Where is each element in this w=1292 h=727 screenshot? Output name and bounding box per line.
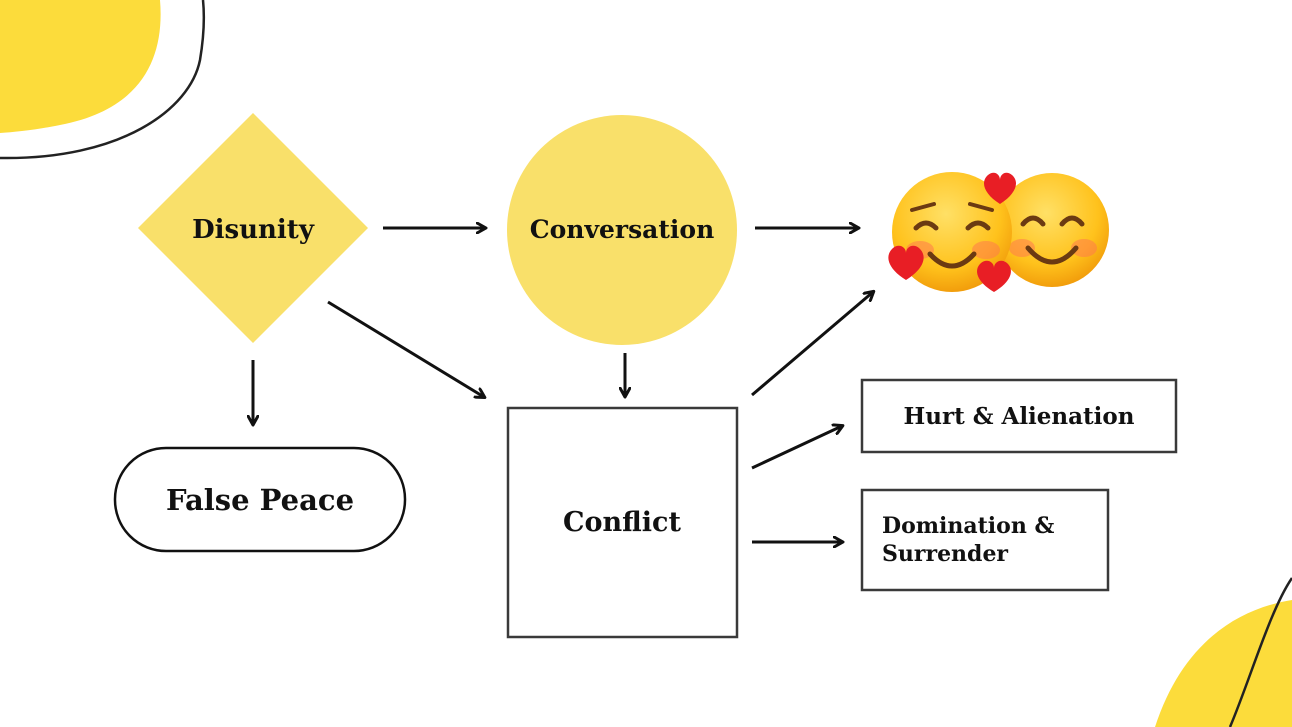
node-conversation: Conversation [507, 115, 737, 345]
arrows [253, 228, 873, 542]
node-hurt-alienation: Hurt & Alienation [860, 378, 1178, 454]
false-peace-pill [113, 446, 407, 553]
conflict-label: Conflict [563, 507, 681, 538]
conversation-label: Conversation [530, 215, 715, 244]
node-disunity: Disunity [138, 113, 368, 343]
domination-label-line1: Domination & [882, 513, 1054, 539]
hurt-alienation-box [860, 378, 1178, 454]
node-false-peace: False Peace [113, 446, 407, 553]
smiling-face-icon [995, 173, 1109, 287]
conflict-box [506, 406, 739, 639]
conversation-circle [507, 115, 737, 345]
node-conflict: Conflict [506, 406, 739, 639]
heart-icon [888, 245, 924, 280]
arrow-disunity-to-conflict [327, 300, 484, 397]
smiling-faces-with-hearts-icon [888, 172, 1109, 292]
disunity-label: Disunity [192, 215, 315, 245]
arrow-conflict-to-hurt [751, 426, 842, 470]
domination-label-line2: Surrender [882, 541, 1008, 567]
false-peace-label: False Peace [166, 483, 354, 517]
domination-surrender-box [860, 488, 1110, 592]
heart-icon [984, 172, 1016, 204]
arrow-conflict-to-happy [751, 292, 873, 397]
corner-decoration-top-left [0, 0, 206, 160]
corner-decoration-bottom-right [1155, 577, 1292, 727]
heart-icon [977, 260, 1011, 292]
node-domination-surrender: Domination & Surrender [860, 488, 1110, 592]
hurt-alienation-label: Hurt & Alienation [904, 403, 1135, 430]
disunity-diamond [138, 113, 368, 343]
